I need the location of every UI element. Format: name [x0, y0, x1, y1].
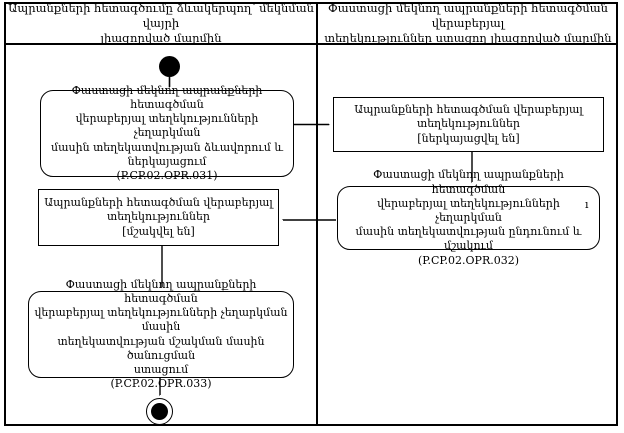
final-node-circle: [146, 398, 173, 425]
activity-box-op031: Փաստացի մեկնող ապրանքների հետագծման վերա…: [40, 84, 294, 182]
activity-box-op032: Փաստացի մեկնող ապրանքների հետագծման վերա…: [337, 168, 600, 267]
lane-title-right: Փաստացի մեկնող ապրանքների հետագծման վերա…: [324, 0, 612, 45]
lane-title-left: Ապրանքների հետագծումը ձևակերպող՝ մեկնման…: [8, 0, 314, 45]
activity-box-op033: Փաստացի մեկնող ապրանքների հետագծման վերա…: [28, 278, 294, 390]
diagram-outer-border: [4, 2, 618, 426]
initial-node-circle: [159, 56, 180, 77]
header-separator-line: [4, 43, 618, 45]
state-box-processed: Ապրանքների հետագծման վերաբերյալ տեղեկութ…: [38, 189, 279, 246]
swimlane-divider: [316, 2, 318, 426]
state-box-submitted: Ապրանքների հետագծման վերաբերյալ տեղեկութ…: [333, 97, 604, 152]
final-node-inner-dot: [151, 403, 168, 420]
stray-ink-mark: ı: [585, 198, 589, 211]
